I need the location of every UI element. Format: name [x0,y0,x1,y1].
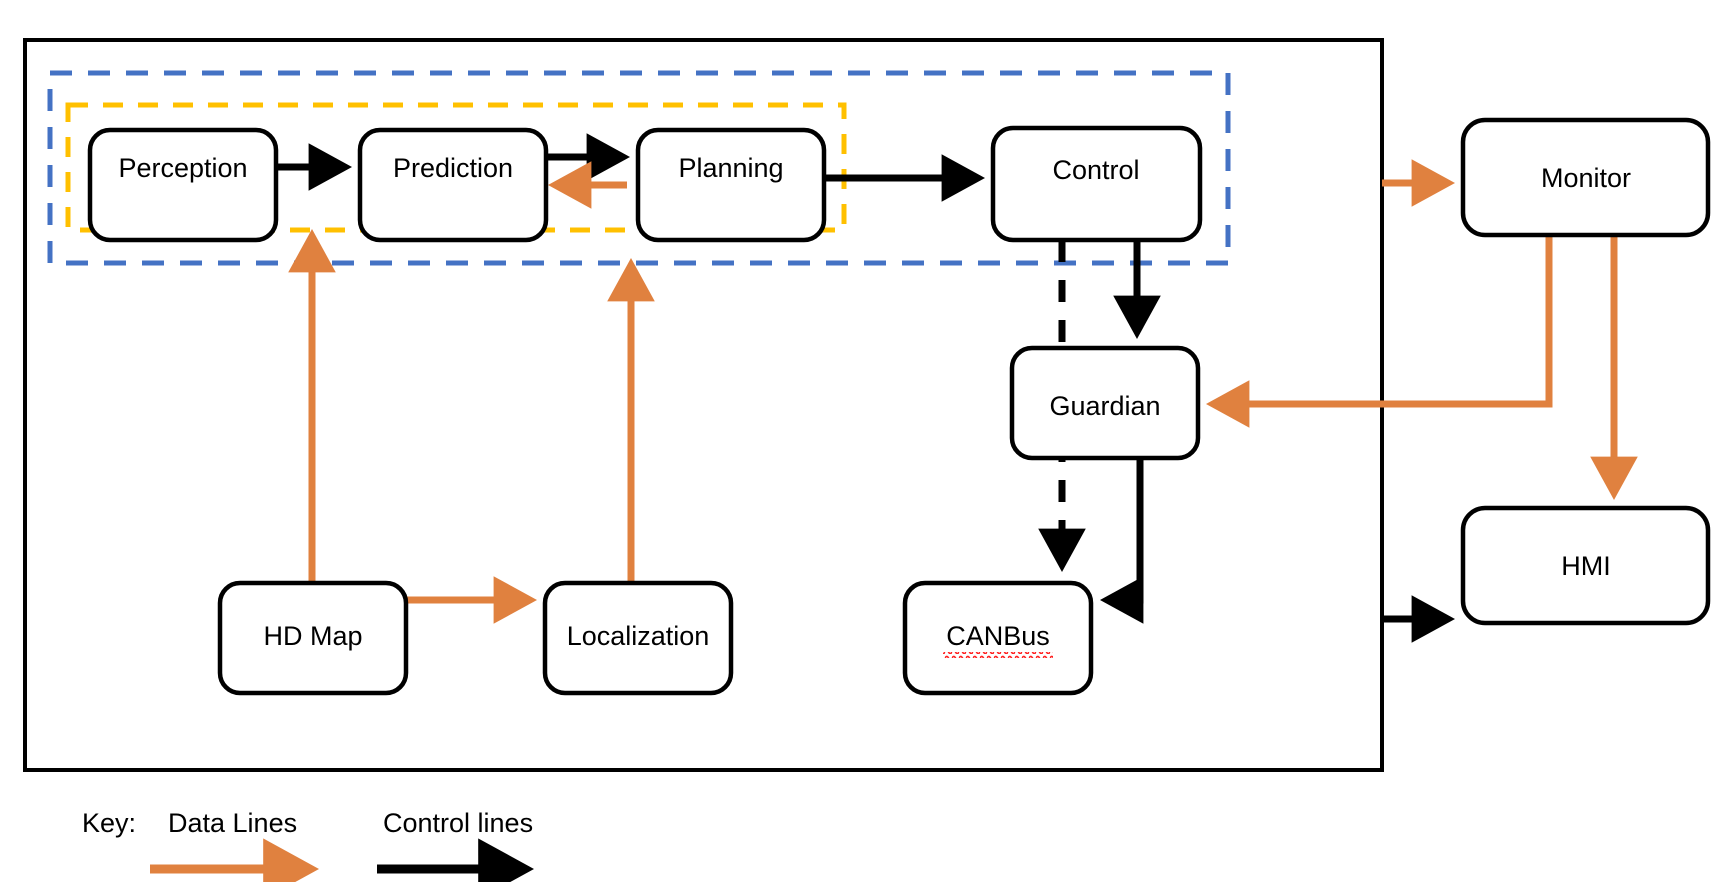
node-prediction[interactable]: Prediction [357,127,549,243]
node-canbus[interactable]: CANBus [902,580,1094,696]
node-hdmap[interactable]: HD Map [217,580,409,696]
node-perception[interactable]: Perception [87,127,279,243]
edge-guardian-canbus [1099,458,1144,624]
node-control[interactable]: Control [990,125,1203,243]
node-label-planning: Planning [678,153,783,183]
node-label-monitor: Monitor [1541,163,1631,193]
node-monitor[interactable]: Monitor [1460,117,1711,238]
legend-key-label: Key: [82,808,136,838]
node-label-hdmap: HD Map [263,621,362,651]
node-label-guardian: Guardian [1049,391,1160,421]
node-label-canbus: CANBus [946,621,1050,651]
edge-monitor-guardian-data [1205,235,1553,428]
legend-label-control-lines: Control lines [383,808,533,838]
node-hmi[interactable]: HMI [1460,505,1711,626]
node-label-perception: Perception [118,153,247,183]
node-localization[interactable]: Localization [542,580,734,696]
node-label-prediction: Prediction [393,153,513,183]
node-label-control: Control [1052,155,1139,185]
legend-label-data-lines: Data Lines [168,808,297,838]
node-planning[interactable]: Planning [635,127,827,243]
group-box-yellow [65,102,847,233]
node-label-hmi: HMI [1561,551,1611,581]
node-guardian[interactable]: Guardian [1009,345,1201,461]
node-label-localization: Localization [567,621,710,651]
spellcheck-underline-icon [943,652,1053,658]
